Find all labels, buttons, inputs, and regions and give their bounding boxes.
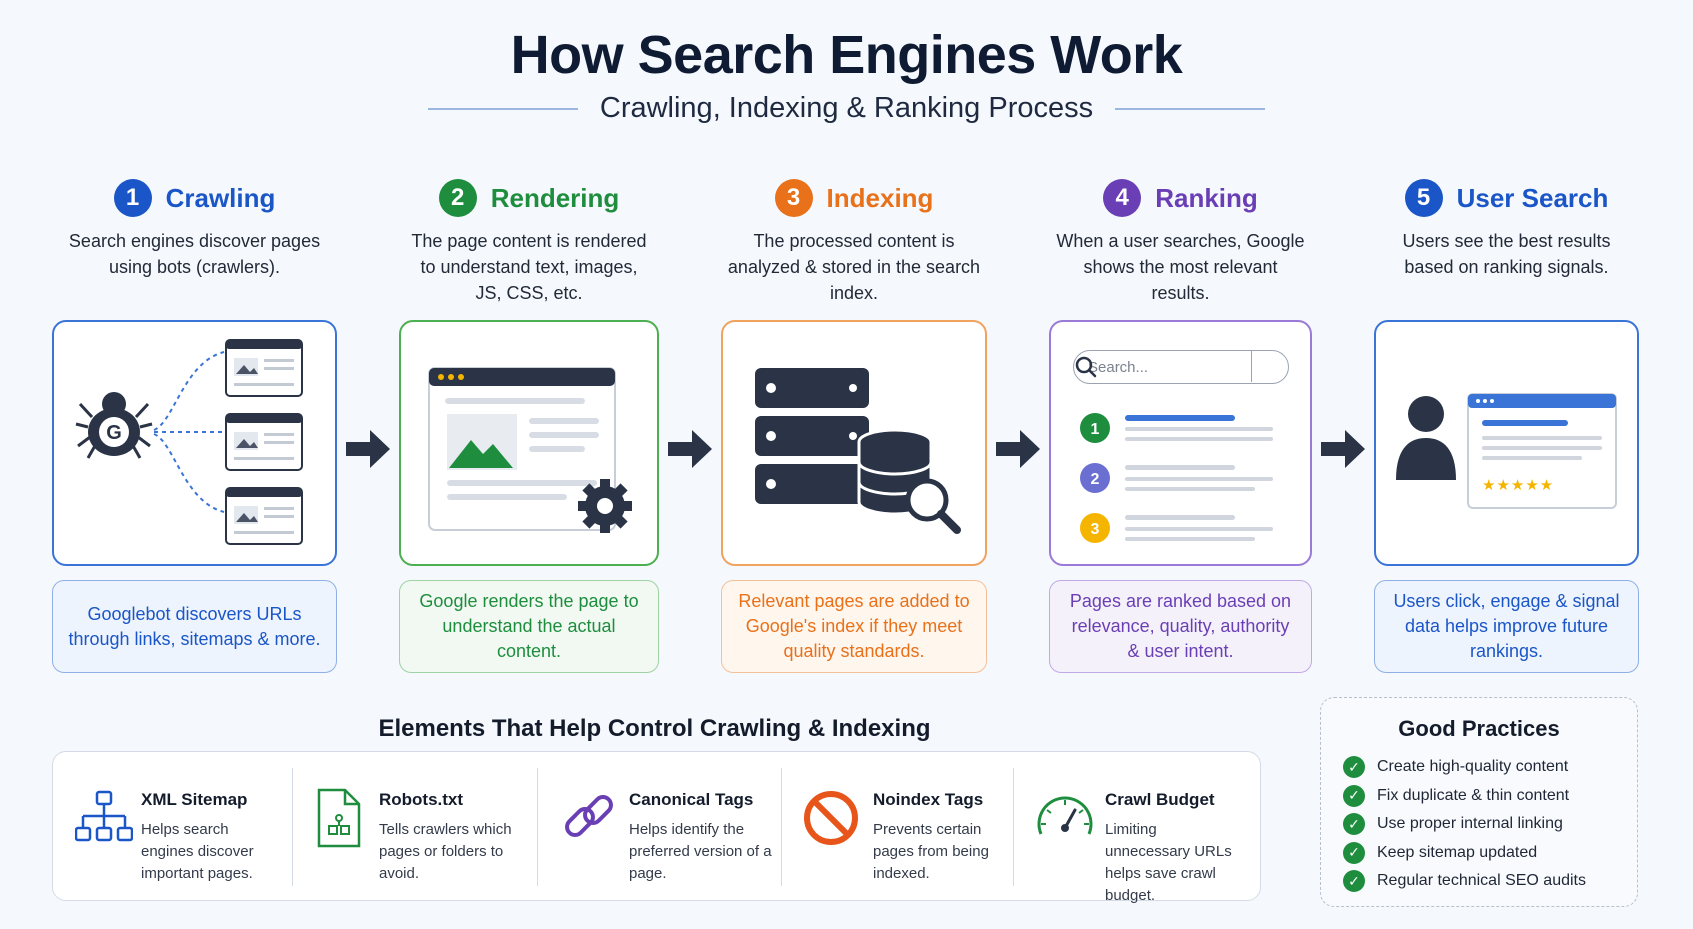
- step-description: Search engines discover pages using bots…: [68, 231, 321, 277]
- rendering-card: [399, 320, 659, 566]
- divider: [537, 768, 538, 886]
- server-database-icon: [755, 368, 961, 534]
- step-title: User Search: [1456, 182, 1609, 213]
- elements-section-title: Elements That Help Control Crawling & In…: [378, 715, 931, 742]
- svg-text:★★★★★: ★★★★★: [1482, 476, 1554, 494]
- user-search-note: Users click, engage & signal data helps …: [1374, 580, 1639, 673]
- prohibited-icon: [804, 791, 858, 845]
- ranking-note: Pages are ranked based on relevance, qua…: [1049, 580, 1312, 673]
- user-result-icon: ★★★★★: [1396, 393, 1617, 509]
- good-practices-list: ✓Create high-quality content ✓Fix duplic…: [1343, 753, 1586, 896]
- step-description: When a user searches, Google shows the m…: [1056, 231, 1305, 303]
- indexing-card: [721, 320, 987, 566]
- divider: [1013, 768, 1014, 886]
- arrow-right-icon: [1321, 430, 1365, 468]
- element-title: Robots.txt: [379, 790, 464, 809]
- step-number-badge: 4: [1103, 179, 1142, 217]
- check-icon: ✓: [1343, 756, 1365, 779]
- element-description: Tells crawlers which pages or folders to…: [379, 821, 512, 882]
- list-item: ✓Regular technical SEO audits: [1343, 867, 1586, 896]
- list-item: ✓Create high-quality content: [1343, 753, 1586, 782]
- element-title: Canonical Tags: [629, 790, 754, 809]
- step-description: The page content is rendered to understa…: [411, 231, 647, 303]
- subtitle-rule-left: [427, 107, 578, 110]
- step-description: Users see the best results based on rank…: [1402, 231, 1611, 277]
- arrow-right-icon: [668, 430, 712, 468]
- robots-file-icon: [317, 788, 361, 848]
- page-subtitle: Crawling, Indexing & Ranking Process: [599, 92, 1094, 124]
- user-search-card: ★★★★★: [1374, 320, 1639, 566]
- element-description: Prevents certain pages from being indexe…: [873, 821, 989, 882]
- arrow-right-icon: [996, 430, 1040, 468]
- step-ranking: 4 Ranking When a user searches, Google s…: [1049, 178, 1312, 306]
- ranking-card: Search... 1 2 3: [1049, 320, 1312, 566]
- list-item: ✓Fix duplicate & thin content: [1343, 782, 1586, 811]
- browser-gear-icon: [428, 367, 632, 533]
- svg-text:1: 1: [1091, 421, 1100, 438]
- check-icon: ✓: [1343, 784, 1365, 807]
- element-title: XML Sitemap: [141, 790, 248, 809]
- element-description: Helps search engines discover important …: [141, 821, 254, 882]
- crawling-note: Googlebot discovers URLs through links, …: [52, 580, 337, 673]
- element-title: Crawl Budget: [1105, 790, 1215, 809]
- element-description: Helps identify the preferred version of …: [629, 821, 772, 882]
- step-crawling: 1 Crawling Search engines discover pages…: [52, 178, 337, 280]
- step-title: Crawling: [165, 182, 276, 213]
- step-title: Rendering: [490, 182, 620, 213]
- arrow-right-icon: [346, 430, 390, 468]
- svg-text:2: 2: [1091, 471, 1100, 488]
- check-icon: ✓: [1343, 841, 1365, 864]
- search-placeholder: Search...: [1088, 359, 1149, 376]
- spider-bot-icon: G: [75, 339, 303, 545]
- step-number-badge: 5: [1404, 179, 1443, 217]
- indexing-note: Relevant pages are added to Google's ind…: [721, 580, 987, 673]
- sitemap-icon: [75, 790, 133, 842]
- gauge-icon: [1037, 796, 1093, 835]
- element-title: Noindex Tags: [873, 790, 984, 809]
- divider: [292, 768, 293, 886]
- search-input[interactable]: Search...: [1073, 350, 1289, 384]
- good-practices-title: Good Practices: [1398, 716, 1560, 741]
- chain-link-icon: [565, 795, 613, 837]
- step-number-badge: 3: [774, 179, 813, 217]
- step-user-search: 5 User Search Users see the best results…: [1374, 178, 1639, 280]
- subtitle-rule-right: [1115, 107, 1266, 110]
- divider: [781, 768, 782, 886]
- svg-text:3: 3: [1091, 521, 1100, 538]
- step-title: Ranking: [1155, 182, 1258, 213]
- crawling-card: G: [52, 320, 337, 566]
- step-number-badge: 1: [113, 179, 152, 217]
- element-xml-sitemap: XML Sitemap Helps search engines discove…: [75, 766, 290, 888]
- list-item: ✓Use proper internal linking: [1343, 810, 1586, 839]
- check-icon: ✓: [1343, 813, 1365, 836]
- svg-text:G: G: [106, 422, 122, 444]
- rendering-note: Google renders the page to understand th…: [399, 580, 659, 673]
- good-practices-panel: Good Practices ✓Create high-quality cont…: [1320, 697, 1638, 907]
- step-title: Indexing: [826, 182, 934, 213]
- list-item: ✓Keep sitemap updated: [1343, 839, 1586, 868]
- subtitle-row: Crawling, Indexing & Ranking Process: [0, 92, 1693, 125]
- step-rendering: 2 Rendering The page content is rendered…: [399, 178, 659, 306]
- element-crawl-budget: Crawl Budget Limiting unnecessary URLs h…: [1033, 766, 1253, 904]
- check-icon: ✓: [1343, 870, 1365, 893]
- page-title: How Search Engines Work: [510, 25, 1183, 85]
- step-indexing: 3 Indexing The processed content is anal…: [721, 178, 987, 306]
- element-robots-txt: Robots.txt Tells crawlers which pages or…: [315, 766, 535, 888]
- search-icon: [1075, 356, 1097, 378]
- element-noindex-tags: Noindex Tags Prevents certain pages from…: [801, 766, 1021, 888]
- step-description: The processed content is analyzed & stor…: [727, 231, 981, 303]
- step-number-badge: 2: [438, 179, 477, 217]
- element-description: Limiting unnecessary URLs helps save cra…: [1105, 821, 1232, 904]
- elements-panel: XML Sitemap Helps search engines discove…: [52, 751, 1261, 904]
- element-canonical-tags: Canonical Tags Helps identify the prefer…: [559, 766, 779, 888]
